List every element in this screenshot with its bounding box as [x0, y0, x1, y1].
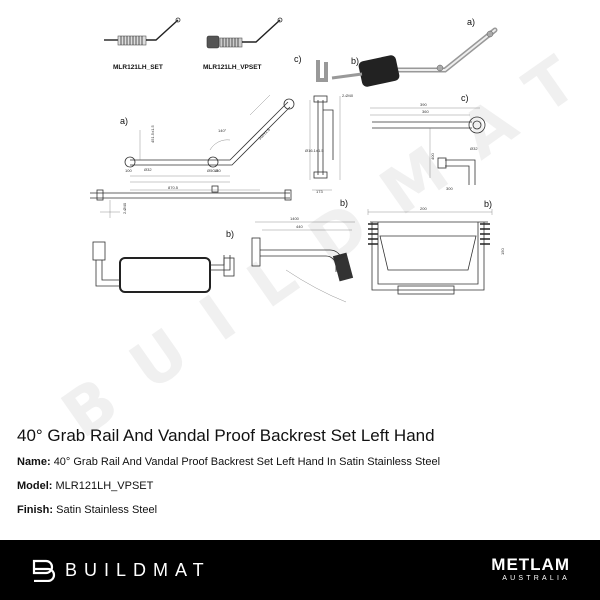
label-a: a) — [120, 116, 128, 126]
thumbnail-vpset[interactable]: MLR121LH_VPSET — [203, 17, 283, 71]
dim-451: 451.5±1.5 — [150, 124, 155, 143]
metlam-name: METLAM — [491, 555, 570, 574]
dim-870: 870.5 — [168, 185, 179, 190]
dim-173: 173 — [316, 189, 323, 194]
dim-300: 300±1.5 — [257, 126, 271, 140]
label-b-side: b) — [340, 198, 348, 208]
drawing-b-top-view: b) 200 150 — [367, 199, 505, 295]
buildmat-logo-icon — [31, 558, 57, 587]
model-row: Model: MLR121LH_VPSET — [17, 480, 587, 492]
label-c-3d: c) — [294, 54, 302, 64]
dim-360: 360 — [422, 109, 429, 114]
dim-440: 440 — [296, 224, 303, 229]
dim-100: 100 — [125, 168, 132, 173]
model-value: MLR121LH_VPSET — [55, 480, 154, 492]
metlam-logo[interactable]: METLAM AUSTRALIA — [491, 556, 570, 583]
dim-400: 400 — [430, 153, 435, 160]
dim-390: 390 — [420, 102, 427, 107]
name-label: Name: — [17, 456, 51, 468]
drawing-a-angled-rail: a) 451.5±1.5 Ø32 100 300±1.5 130 Ø50.8 8… — [120, 94, 295, 191]
drawing-c-top-view: c) 390 360 400 300 Ø32 — [370, 93, 486, 191]
dim-d32-c: Ø32 — [470, 146, 478, 151]
drawing-b-front-view: b) — [92, 229, 235, 293]
technical-drawing: MLR121LH_SET MLR121LH_VPSET a) c) b) a) … — [90, 17, 505, 303]
dim-300-c: 300 — [446, 186, 453, 191]
buildmat-brand[interactable]: BUILDMAT — [65, 560, 211, 580]
product-info: 40° Grab Rail And Vandal Proof Backrest … — [17, 426, 587, 528]
label-b-top: b) — [484, 199, 492, 209]
dim-200: 200 — [420, 206, 427, 211]
label-c: c) — [461, 93, 469, 103]
product-title: 40° Grab Rail And Vandal Proof Backrest … — [17, 426, 435, 445]
drawing-c-side-profile: 2-Ø40 Ø16.1±1.5 173 — [305, 93, 354, 194]
dim-d32: Ø32 — [144, 167, 152, 172]
dim-2-d40-c: 2-Ø40 — [342, 93, 354, 98]
dim-d161: Ø16.1±1.5 — [305, 148, 324, 153]
drawing-b-side-view: b) 1400 440 — [251, 198, 355, 303]
thumb-label-set: MLR121LH_SET — [113, 64, 163, 71]
dim-150: 150 — [500, 248, 505, 255]
dim-1400: 1400 — [290, 216, 300, 221]
drawing-a-plan-view: 2-Ø40 — [90, 185, 292, 218]
thumbnail-set[interactable]: MLR121LH_SET — [104, 17, 181, 71]
dim-2-d40-a: 2-Ø40 — [122, 202, 127, 214]
model-label: Model: — [17, 480, 53, 492]
assembly-3d-view: a) c) b) — [294, 17, 498, 87]
footer-bar — [0, 540, 600, 600]
label-b-front: b) — [226, 229, 234, 239]
name-row: Name: 40° Grab Rail And Vandal Proof Bac… — [17, 456, 587, 468]
finish-row: Finish: Satin Stainless Steel — [17, 504, 587, 516]
finish-label: Finish: — [17, 504, 54, 516]
dim-d508: Ø50.8 — [207, 168, 219, 173]
metlam-sub: AUSTRALIA — [502, 575, 570, 582]
thumb-label-vpset: MLR121LH_VPSET — [203, 64, 262, 71]
label-a-3d: a) — [467, 17, 475, 27]
dim-140deg: 140° — [218, 128, 227, 133]
name-value: 40° Grab Rail And Vandal Proof Backrest … — [53, 456, 441, 468]
dim-130: 130 — [214, 168, 221, 173]
label-b-3d: b) — [351, 56, 359, 66]
finish-value: Satin Stainless Steel — [56, 504, 158, 516]
